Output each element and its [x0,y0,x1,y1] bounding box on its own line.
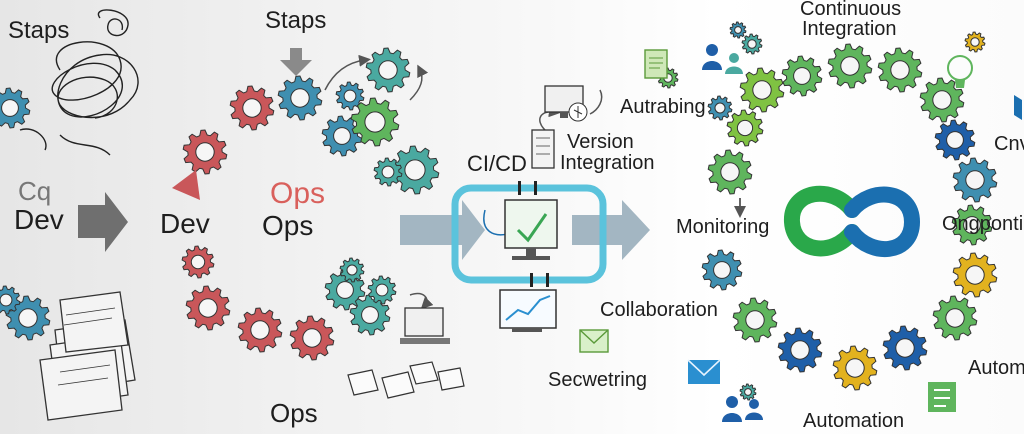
secwetring-label: Secwetring [548,369,647,391]
gear-icon [350,97,400,147]
cicd-loop [451,184,607,284]
autrabing-label: Autrabing [620,96,706,118]
gear-icon [335,81,365,111]
automation-label: Automation [803,410,905,432]
paper-stack-icon [39,291,136,421]
staps-label-left: Staps [8,17,70,44]
people-icon [702,44,743,74]
monitor-icon [504,199,558,260]
gear-icon [339,257,365,283]
automation-box-icon [928,382,956,412]
integration-top-label: Integration [802,18,897,40]
monitor-icon-top [544,85,588,122]
monitoring-label: Monitoring [676,216,770,238]
gear-icon [739,67,785,113]
gear-icon [367,275,397,305]
envelope-icon-blue [687,359,721,384]
gear-icon [832,345,878,391]
gear-icon [707,95,733,121]
document-icon [644,49,668,79]
edge-icon [1014,95,1022,120]
down-arrow [280,48,312,76]
scribble-icon [19,9,139,156]
gear-icon [321,115,363,157]
integration-label: Integration [560,152,655,174]
papers-icon [347,361,465,399]
gear-icon [349,294,391,336]
gear-icon [741,33,763,55]
gear-icon [739,383,757,401]
gear-icon [5,295,51,341]
gear-icon [964,31,986,53]
server-icon [531,129,555,169]
gear-icon [726,109,764,147]
version-label: Version [567,131,634,153]
pipeline-arrow-in [400,200,485,260]
gear-icon [952,252,998,298]
lightbulb-icon [947,55,973,88]
ops-label-mid: Ops [262,210,314,241]
gear-icon [707,149,753,195]
gear-icon [781,55,823,97]
gear-icon [289,315,335,361]
gear-icon [777,327,823,373]
infinity-logo [784,185,921,258]
gear-icon [365,47,411,93]
envelope-icon [579,329,609,353]
gear-icon [934,119,976,161]
gear-icon [952,157,998,203]
gear-icon [181,245,215,279]
gear-icon [882,325,928,371]
people-icon-bottom [722,396,763,422]
autom-label: Autom [968,357,1024,379]
checkmark-icon [516,213,548,243]
dev-arrow [78,192,128,252]
staps-label-top: Staps [265,7,327,34]
red-arrow [172,170,200,200]
dev-label-left: Dev [14,204,64,235]
gear-icon [185,285,231,331]
gear-icon [237,307,283,353]
pipeline-arrow-out [572,200,650,260]
gear-icon [732,297,778,343]
gear-icon [827,43,873,89]
gear-icon [182,129,228,175]
ongpontil-label: Ongpontil [942,213,1024,235]
gear-icon [877,47,923,93]
cnv-label: Cnv [994,133,1024,155]
gear-icon [277,75,323,121]
ops-label-red: Ops [270,177,326,210]
continuous-label: Continuous [800,0,902,20]
gear-icon [951,204,993,246]
dev-label-mid: Dev [160,208,210,239]
gear-icon [0,285,21,315]
gear-icon [0,87,31,129]
cq-label: Cq [18,176,52,206]
cicd-label: CI/CD [467,151,527,176]
gear-icon [729,21,747,39]
chart-icon [499,289,557,332]
ops-label-bottom: Ops [270,398,318,428]
gear-icon [229,85,275,131]
gear-icon [373,157,403,187]
gear-icon [932,295,978,341]
gear-icon [390,145,440,195]
monitor-icon-lower [400,307,450,344]
gear-icon [919,77,965,123]
gear-icon [701,249,743,291]
collaboration-label: Collaboration [600,299,718,321]
